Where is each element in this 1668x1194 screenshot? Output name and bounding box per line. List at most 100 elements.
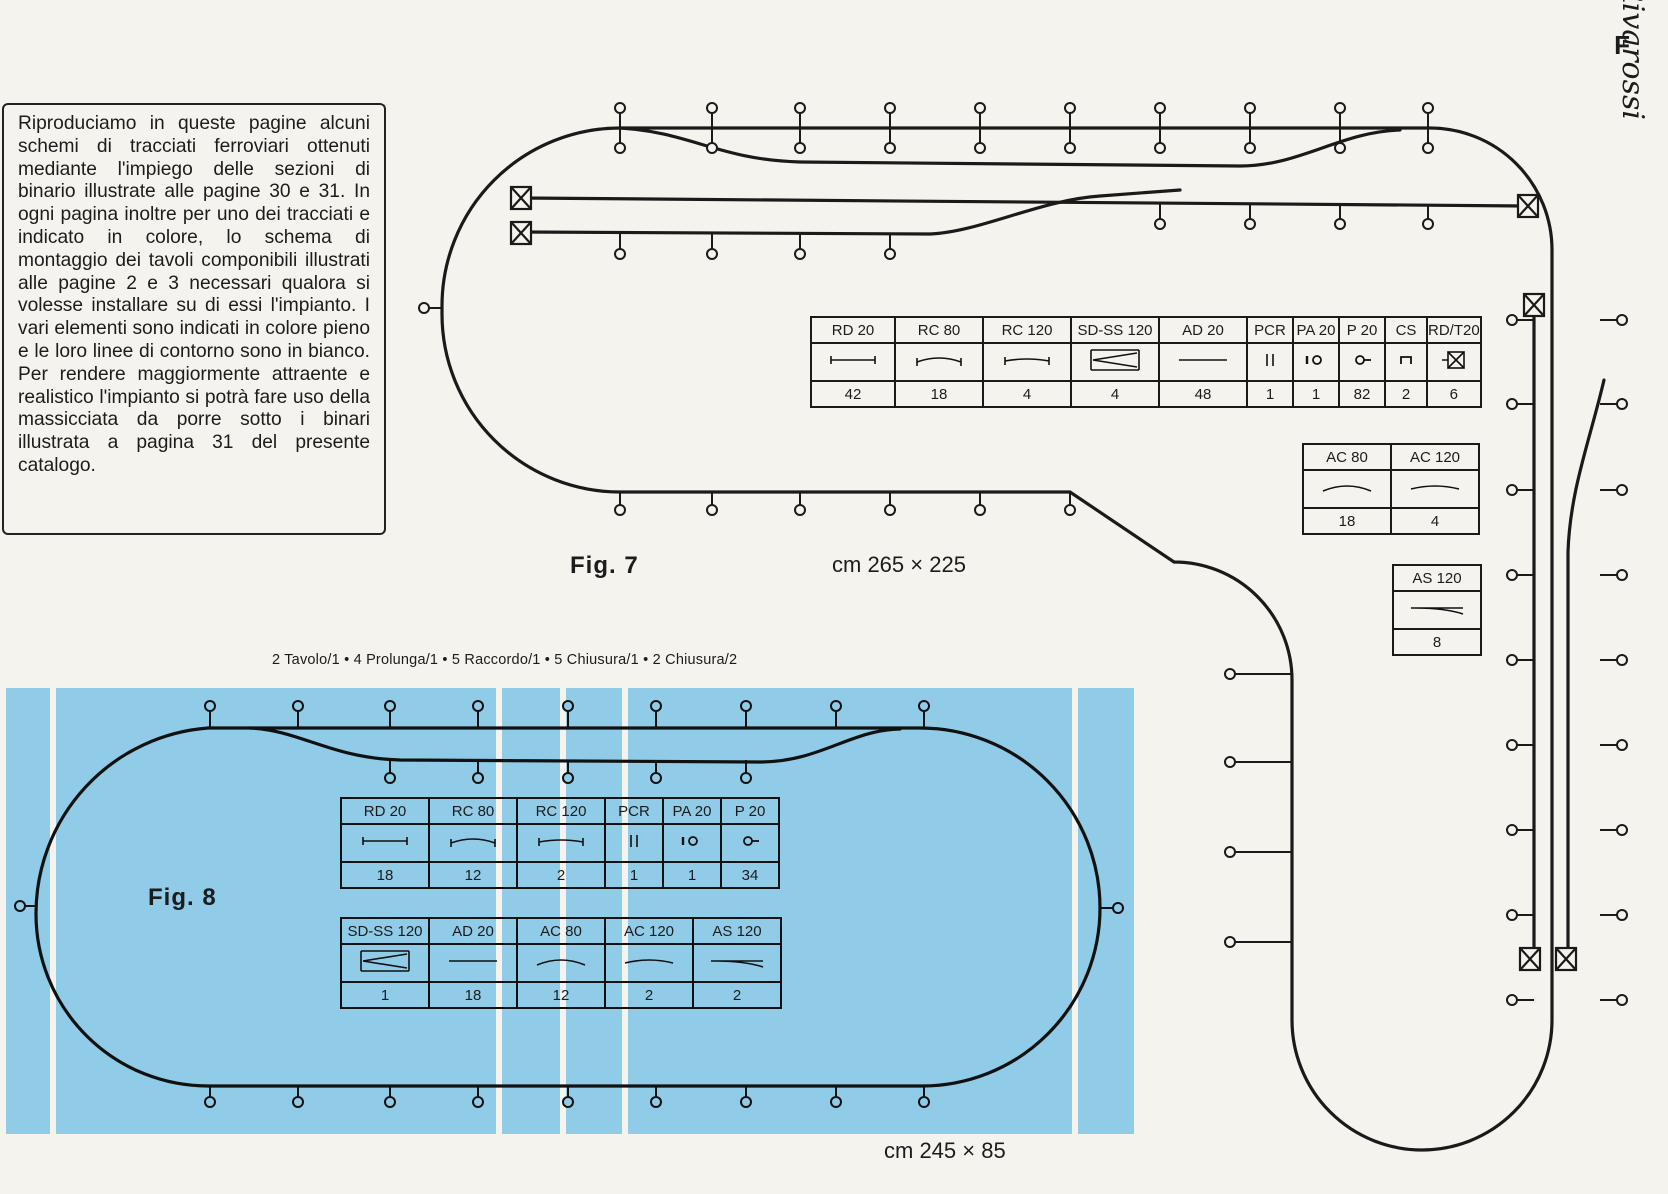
part-quantity: 4 [982, 380, 1072, 408]
part-symbol-curve-icon [894, 342, 984, 382]
part-symbol-arc-icon [1302, 469, 1392, 509]
part-code: RD 20 [340, 797, 430, 825]
fig7-siding-right-2 [1566, 378, 1606, 952]
part-code: P 20 [720, 797, 780, 825]
support-post-head [1506, 654, 1518, 666]
part-symbol-bars-icon [1246, 342, 1294, 382]
part-quantity: 1 [1246, 380, 1294, 408]
part-symbol-support-head-icon [662, 823, 722, 863]
part-symbol-straight-plain-icon [428, 943, 518, 983]
support-post-head [884, 142, 896, 154]
support-post-head [1224, 846, 1236, 858]
fig8-tables-note: 2 Tavolo/1 • 4 Prolunga/1 • 5 Raccordo/1… [272, 652, 738, 668]
part-symbol-curve-flat-icon [982, 342, 1072, 382]
table-panel-5 [628, 688, 1072, 1134]
support-post-head [1224, 936, 1236, 948]
support-post-head [1154, 102, 1166, 114]
part-symbol-arc-flat-icon [1390, 469, 1480, 509]
part-quantity: 18 [428, 981, 518, 1009]
support-post-head [418, 302, 430, 314]
table-panel-4 [566, 688, 622, 1134]
support-post-head [794, 102, 806, 114]
support-post-head [1616, 314, 1628, 326]
support-post-head [1224, 756, 1236, 768]
support-post-head [1616, 824, 1628, 836]
part-quantity: 18 [1302, 507, 1392, 535]
support-post-head [884, 248, 896, 260]
part-code: RC 120 [982, 316, 1072, 344]
part-quantity: 2 [604, 981, 694, 1009]
part-symbol-support-head-icon [1292, 342, 1340, 382]
support-post-head [794, 248, 806, 260]
part-code: RC 80 [428, 797, 518, 825]
support-post-head [1334, 142, 1346, 154]
part-code: RC 80 [894, 316, 984, 344]
part-code: PCR [604, 797, 664, 825]
support-post-head [1506, 314, 1518, 326]
fig8-dimensions: cm 245 × 85 [884, 1138, 1006, 1163]
part-quantity: 42 [810, 380, 896, 408]
part-symbol-arc-flat-icon [604, 943, 694, 983]
part-quantity: 18 [894, 380, 984, 408]
part-symbol-arc-icon [516, 943, 606, 983]
part-quantity: 6 [1426, 380, 1482, 408]
support-post-head [1506, 739, 1518, 751]
support-post-head [1334, 102, 1346, 114]
support-post-head [1064, 504, 1076, 516]
support-post-head [706, 142, 718, 154]
table-panel-6 [1078, 688, 1134, 1134]
support-post-head [884, 102, 896, 114]
support-post-head [884, 504, 896, 516]
fig7-dimensions: cm 265 × 225 [832, 552, 966, 577]
support-post-head [1616, 994, 1628, 1006]
part-code: AC 120 [1390, 443, 1480, 471]
part-quantity: 1 [1292, 380, 1340, 408]
support-post-head [1244, 102, 1256, 114]
support-post-head [794, 142, 806, 154]
support-post-head [1154, 142, 1166, 154]
part-symbol-curve-icon [428, 823, 518, 863]
part-symbol-straight-icon [810, 342, 896, 382]
fig7-label: Fig. 7 [570, 552, 639, 579]
support-post-head [614, 142, 626, 154]
support-post-head [1506, 484, 1518, 496]
support-post-head [1506, 398, 1518, 410]
support-post-head [1224, 668, 1236, 680]
part-quantity: 34 [720, 861, 780, 889]
part-quantity: 2 [516, 861, 606, 889]
support-post-head [794, 504, 806, 516]
support-post-head [1506, 994, 1518, 1006]
support-post-head [1616, 569, 1628, 581]
part-code: RC 120 [516, 797, 606, 825]
part-symbol-switch-icon [1392, 590, 1482, 630]
support-post-head [1616, 909, 1628, 921]
part-quantity: 48 [1158, 380, 1248, 408]
support-post-head [1334, 218, 1346, 230]
part-code: AD 20 [1158, 316, 1248, 344]
fig7-passing-loop [618, 126, 1402, 168]
part-quantity: 1 [662, 861, 722, 889]
part-code: AC 120 [604, 917, 694, 945]
support-post-head [1244, 142, 1256, 154]
fig8-label: Fig. 8 [148, 884, 217, 911]
part-code: AS 120 [692, 917, 782, 945]
support-post-head [706, 248, 718, 260]
support-post-head [614, 248, 626, 260]
part-quantity: 12 [516, 981, 606, 1009]
part-quantity: 2 [1384, 380, 1428, 408]
support-post-head [1422, 142, 1434, 154]
support-post-head [706, 504, 718, 516]
part-code: RD/T20 [1426, 316, 1482, 344]
part-code: SD-SS 120 [340, 917, 430, 945]
support-post-head [1616, 398, 1628, 410]
part-symbol-post-icon [720, 823, 780, 863]
part-symbol-curve-flat-icon [516, 823, 606, 863]
table-panel-2 [56, 688, 496, 1134]
part-quantity: 8 [1392, 628, 1482, 656]
support-post-head [1064, 102, 1076, 114]
support-post-head [1616, 484, 1628, 496]
part-code: CS [1384, 316, 1428, 344]
